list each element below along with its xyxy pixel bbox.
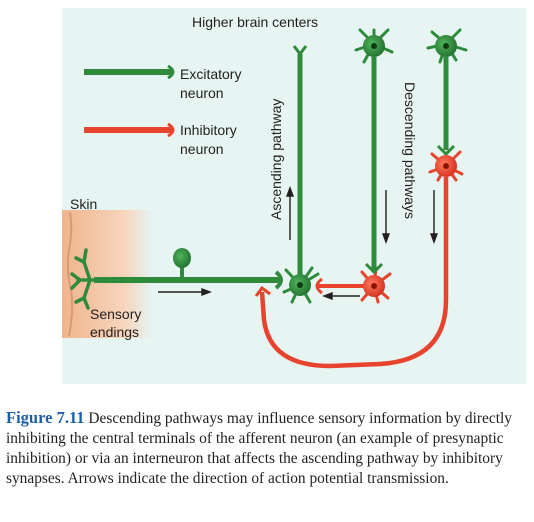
descending-terminal-1 — [364, 262, 384, 275]
inhibitory-loop-axon — [259, 177, 449, 369]
descending-inhibitory-neuron — [428, 150, 464, 182]
label-sensory: Sensory — [90, 306, 142, 322]
descending-terminal-2 — [436, 144, 456, 157]
ganglion-cell-body — [173, 248, 191, 268]
afferent-terminal — [274, 270, 283, 290]
presynaptic-terminal — [254, 285, 271, 297]
legend-inhibitory-swatch — [84, 122, 175, 138]
label-skin: Skin — [70, 196, 98, 212]
legend-inhibitory-label-1: Inhibitory — [180, 122, 237, 138]
skin-edge — [66, 211, 74, 337]
ascending-neuron — [282, 266, 320, 304]
interneuron-terminal — [315, 277, 323, 295]
label-higher-brain-centers: Higher brain centers — [192, 14, 319, 30]
legend-inhibitory-label-2: neuron — [180, 141, 224, 157]
label-descending-pathways: Descending pathways — [402, 82, 418, 219]
figure-caption: Figure 7.11 Descending pathways may infl… — [6, 408, 530, 489]
descending-neuron-1 — [354, 28, 394, 64]
ascending-axon-terminal — [292, 45, 308, 57]
sensory-endings — [70, 248, 98, 310]
descending-neuron-2 — [426, 28, 468, 64]
label-endings: endings — [90, 324, 140, 340]
caption-figure-label: Figure 7.11 — [6, 408, 85, 427]
legend-excitatory-label-2: neuron — [180, 85, 224, 101]
inhibitory-interneuron — [360, 266, 392, 304]
label-ascending-pathway: Ascending pathway — [268, 98, 284, 220]
skin-region — [62, 210, 152, 338]
legend-excitatory-swatch — [84, 64, 175, 80]
direction-arrows — [158, 186, 439, 301]
caption-text: Descending pathways may influence sensor… — [6, 410, 512, 487]
legend-excitatory-label-1: Excitatory — [180, 66, 242, 82]
